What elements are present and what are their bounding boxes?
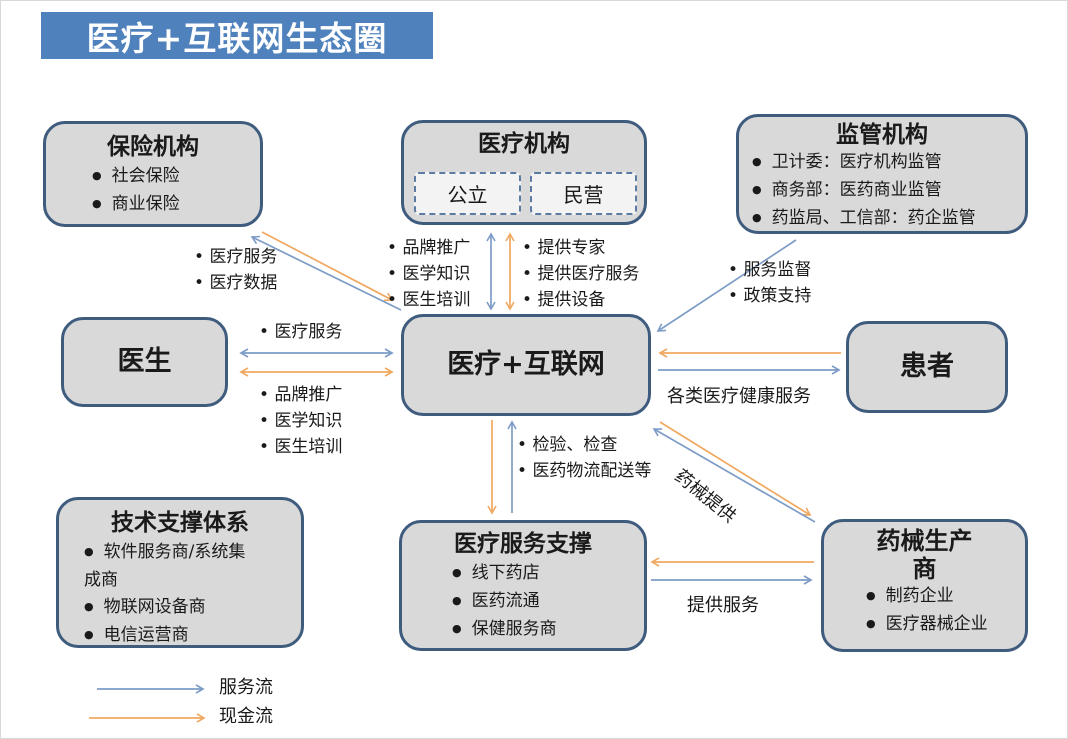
box-manufacturer-list: 制药企业医疗器械企业 xyxy=(824,583,1025,639)
box-tech-support: 技术支撑体系 软件服务商/系统集成商物联网设备商电信运营商 xyxy=(56,497,304,648)
box-service-support-list: 线下药店医药流通保健服务商 xyxy=(402,560,644,644)
list-item: 电信运营商 xyxy=(84,622,256,650)
box-patient-title: 患者 xyxy=(900,351,954,383)
list-item: 提供医疗服务 xyxy=(522,261,639,287)
box-regulators: 监管机构 卫计委：医疗机构监管商务部：医药商业监管药监局、工信部：药企监管 xyxy=(736,114,1028,234)
box-service-support: 医疗服务支撑 线下药店医药流通保健服务商 xyxy=(399,520,647,651)
subbox-private: 民营 xyxy=(530,172,637,215)
box-tech-support-title: 技术支撑体系 xyxy=(111,510,249,536)
label-center-to-doctor: 品牌推广医学知识医生培训 xyxy=(259,382,342,460)
box-regulators-list: 卫计委：医疗机构监管商务部：医药商业监管药监局、工信部：药企监管 xyxy=(739,149,1025,233)
page-title: 医疗+互联网生态圈 xyxy=(41,12,433,59)
list-item: 社会保险 xyxy=(92,163,256,191)
list-item: 制药企业 xyxy=(866,583,1021,611)
box-center-title: 医疗+互联网 xyxy=(447,349,605,381)
box-manufacturer-title: 药械生产商 xyxy=(876,527,973,583)
subbox-public: 公立 xyxy=(414,172,521,215)
label-center-to-patient: 各类医疗健康服务 xyxy=(667,386,811,407)
box-doctor: 医生 xyxy=(61,317,228,407)
list-item: 品牌推广 xyxy=(259,382,342,408)
list-item: 保健服务商 xyxy=(452,616,640,644)
box-patient: 患者 xyxy=(846,321,1008,413)
label-center-to-hospital: 品牌推广医学知识医生培训 xyxy=(387,235,470,313)
box-insurance-title: 保险机构 xyxy=(107,134,199,160)
box-service-support-title: 医疗服务支撑 xyxy=(454,531,592,557)
label-doctor-service: 医疗服务 xyxy=(259,319,342,345)
list-item: 检验、检查 xyxy=(517,432,651,458)
box-hospital: 医疗机构 公立 民营 xyxy=(401,120,647,225)
label-manufacturer-support: 提供服务 xyxy=(687,595,759,616)
list-item: 物联网设备商 xyxy=(84,594,256,622)
box-tech-support-list: 软件服务商/系统集成商物联网设备商电信运营商 xyxy=(59,539,301,650)
list-item: 医疗数据 xyxy=(194,270,277,296)
list-item: 医疗器械企业 xyxy=(866,611,1021,639)
list-item: 医疗服务 xyxy=(259,319,342,345)
label-manufacturer-to-center: 药械提供 xyxy=(670,465,740,528)
list-item: 药监局、工信部：药企监管 xyxy=(752,205,1021,233)
arrow-cash-insurance-to-center xyxy=(261,231,392,300)
list-item: 医学知识 xyxy=(387,261,470,287)
list-item: 医生培训 xyxy=(387,287,470,313)
box-regulators-title: 监管机构 xyxy=(836,122,928,148)
box-insurance-list: 社会保险商业保险 xyxy=(46,163,260,219)
legend-service-label: 服务流 xyxy=(219,677,273,698)
box-center: 医疗+互联网 xyxy=(401,314,651,416)
list-item: 政策支持 xyxy=(728,283,811,309)
list-item: 医药流通 xyxy=(452,588,640,616)
box-insurance: 保险机构 社会保险商业保险 xyxy=(43,121,263,227)
box-hospital-title: 医疗机构 xyxy=(478,131,570,157)
list-item: 医学知识 xyxy=(259,408,342,434)
list-item: 服务监督 xyxy=(728,257,811,283)
list-item: 医药物流配送等 xyxy=(517,458,651,484)
list-item: 商务部：医药商业监管 xyxy=(752,177,1021,205)
box-manufacturer: 药械生产商 制药企业医疗器械企业 xyxy=(821,519,1028,652)
label-hospital-to-center: 提供专家提供医疗服务提供设备 xyxy=(522,235,639,313)
list-item: 提供设备 xyxy=(522,287,639,313)
list-item: 商业保险 xyxy=(92,191,256,219)
box-doctor-title: 医生 xyxy=(117,346,172,378)
list-item: 线下药店 xyxy=(452,560,640,588)
list-item: 医疗服务 xyxy=(194,244,277,270)
label-regulator-to-center: 服务监督政策支持 xyxy=(728,257,811,309)
list-item: 医生培训 xyxy=(259,434,342,460)
list-item: 品牌推广 xyxy=(387,235,470,261)
list-item: 提供专家 xyxy=(522,235,639,261)
label-support-to-center: 检验、检查医药物流配送等 xyxy=(517,432,651,484)
legend-cash-label: 现金流 xyxy=(219,706,273,727)
list-item: 软件服务商/系统集成商 xyxy=(84,539,256,594)
list-item: 卫计委：医疗机构监管 xyxy=(752,149,1021,177)
label-insurance-center: 医疗服务医疗数据 xyxy=(194,244,277,296)
